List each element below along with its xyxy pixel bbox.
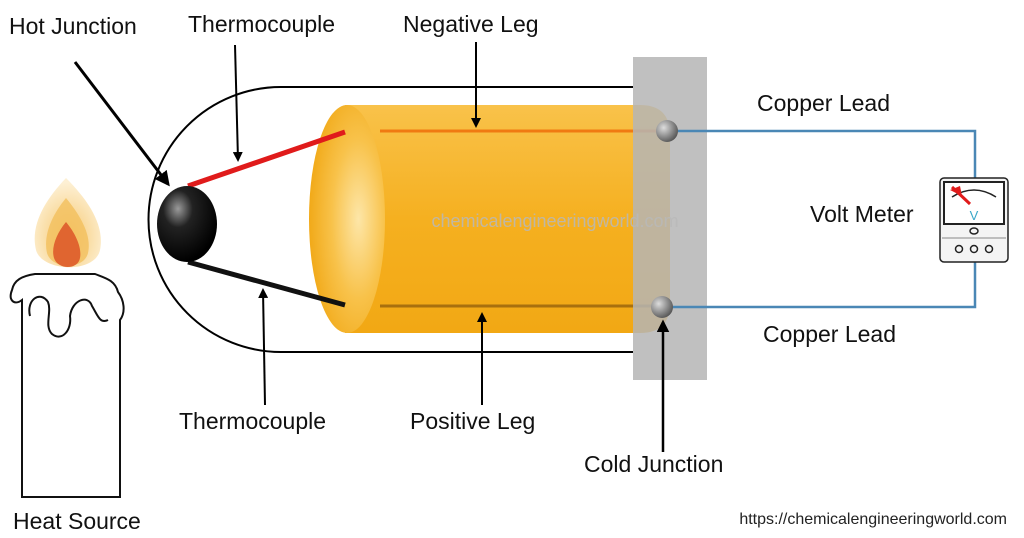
thermocouple-bottom-pointer bbox=[258, 288, 269, 406]
thermocouple-top-pointer bbox=[232, 44, 243, 162]
thermocouple-red-wire bbox=[187, 129, 346, 189]
thermocouple-black-wire bbox=[187, 259, 346, 308]
label-copper-lead-top: Copper Lead bbox=[757, 90, 890, 116]
label-cold-junction: Cold Junction bbox=[584, 451, 723, 477]
meter-symbol: V bbox=[970, 208, 979, 223]
label-thermocouple-top: Thermocouple bbox=[188, 11, 335, 37]
terminal-bottom bbox=[651, 296, 673, 318]
label-negative-leg: Negative Leg bbox=[403, 11, 539, 37]
cold-junction-plate bbox=[633, 57, 707, 380]
label-thermocouple-bottom: Thermocouple bbox=[179, 408, 326, 434]
label-positive-leg: Positive Leg bbox=[410, 408, 535, 434]
terminal-top bbox=[656, 120, 678, 142]
protection-tube bbox=[147, 86, 633, 353]
hot-junction-bead bbox=[157, 186, 217, 262]
insulator-cylinder bbox=[309, 105, 670, 333]
label-copper-lead-bottom: Copper Lead bbox=[763, 321, 896, 347]
copper-lead-top-wire bbox=[667, 129, 977, 180]
copper-lead-bottom-wire bbox=[662, 260, 977, 309]
candle-heat-source bbox=[9, 178, 125, 498]
label-hot-junction: Hot Junction bbox=[9, 13, 137, 39]
label-heat-source: Heat Source bbox=[13, 508, 141, 534]
hot-junction-pointer bbox=[73, 61, 170, 187]
label-volt-meter: Volt Meter bbox=[810, 201, 914, 227]
volt-meter-icon: V bbox=[939, 177, 1009, 263]
watermark: chemicalengineeringworld.com bbox=[431, 211, 678, 231]
source-url: https://chemicalengineeringworld.com bbox=[739, 511, 1007, 528]
